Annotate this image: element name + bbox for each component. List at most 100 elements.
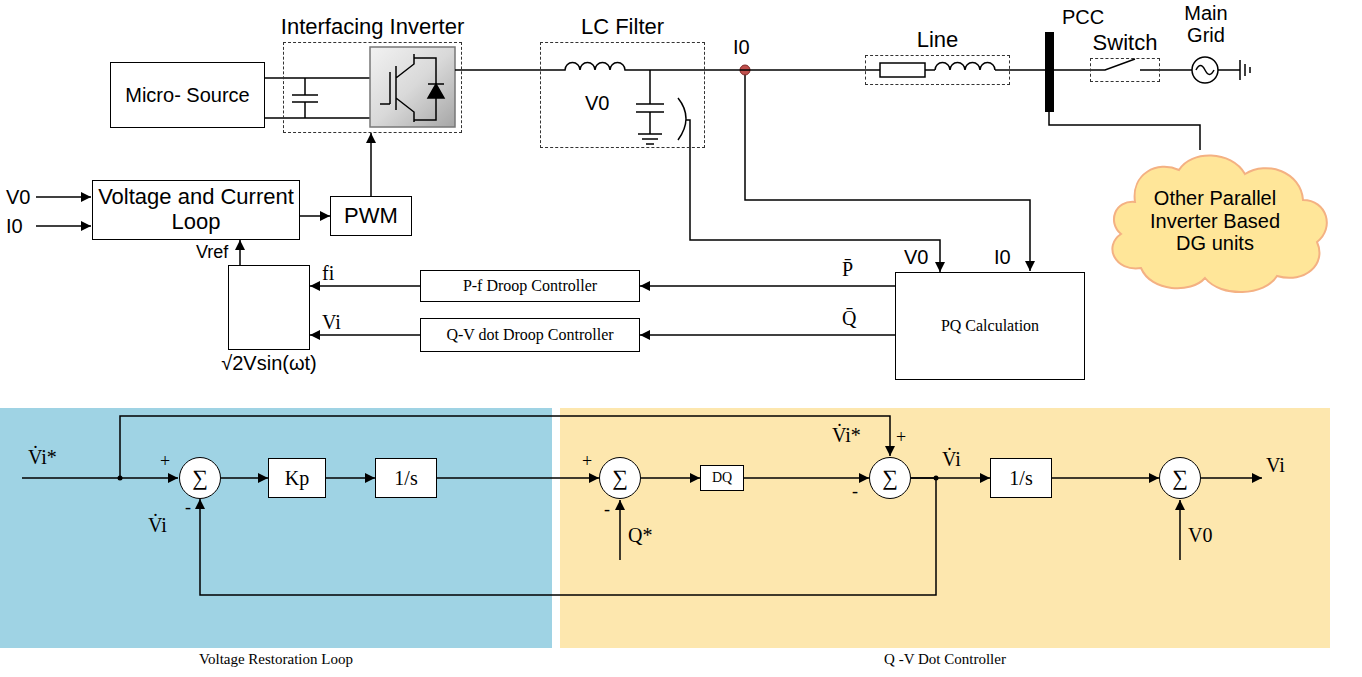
node-text: Micro- Source xyxy=(125,84,249,106)
edge-label: Q̄ xyxy=(842,307,856,329)
integrator-block: 1/s xyxy=(375,458,437,498)
vcl-input-wire xyxy=(36,225,91,227)
gain-block: Kp xyxy=(268,458,326,498)
droop-box: P-f Droop Controller xyxy=(420,270,640,302)
signal-connector xyxy=(744,477,869,479)
sum-junction: ∑ xyxy=(179,457,221,499)
line-resistor xyxy=(880,63,925,77)
edge-label: Vi xyxy=(322,311,341,333)
pq-box: PQ Calculation xyxy=(895,272,1085,380)
dg-cloud: Other Parallel Inverter Based DG units xyxy=(1095,142,1335,300)
integrator-block: 1/s xyxy=(990,458,1052,498)
signal-connector xyxy=(265,77,283,79)
signal-connector xyxy=(462,69,540,71)
signal-connector xyxy=(437,477,599,479)
loop-band: Q -V Dot Controller∑DQ∑1/s∑ xyxy=(560,408,1330,648)
sum-junction: ∑ xyxy=(869,457,911,499)
sum-junction: ∑ xyxy=(599,457,641,499)
signal-name: I0 xyxy=(994,246,1011,268)
switch-group: Switch xyxy=(1090,58,1160,82)
signal-connector xyxy=(221,477,268,479)
node-text: P-f Droop Controller xyxy=(463,277,597,295)
filter-group: LC Filter xyxy=(540,42,705,148)
signal-name: V̇i xyxy=(148,514,167,536)
signal-connector xyxy=(641,477,700,479)
loop-band: Voltage Restoration Loop∑Kp1/s xyxy=(0,408,552,648)
line-group: Line xyxy=(865,55,1010,85)
node-text: PWM xyxy=(344,204,398,229)
edge-label: fi xyxy=(322,262,334,284)
signal-name: V0 xyxy=(6,186,30,208)
node-text: ∑ xyxy=(882,466,898,491)
grid-sine xyxy=(1196,66,1214,75)
edge-label: V0 xyxy=(904,246,928,268)
node-text: Interfacing Inverter xyxy=(281,15,464,40)
signal-name: I0 xyxy=(733,36,750,58)
edge-label: P̄ xyxy=(842,258,853,280)
sign-mark: - xyxy=(604,500,610,520)
current-sense-wire xyxy=(745,70,1030,271)
restoration-band-fill xyxy=(0,408,552,648)
signal-connector xyxy=(310,285,420,287)
signal-name: V0 xyxy=(1188,524,1212,546)
node-text: PQ Calculation xyxy=(941,317,1039,335)
oscillator-box: √2Vsin(ωt) xyxy=(228,265,310,350)
pwm-box: PWM xyxy=(330,196,412,236)
signal-connector xyxy=(690,148,940,272)
edge-label: Vref xyxy=(196,243,228,263)
switch-symbol xyxy=(1090,59,1160,70)
signal-connector xyxy=(239,240,241,265)
signal-name: V̇i* xyxy=(28,446,57,468)
pcc-bus xyxy=(1045,32,1054,112)
output-wire xyxy=(1201,477,1262,479)
sign-mark: + xyxy=(582,452,592,472)
node-text: Line xyxy=(917,28,959,53)
filter-capacitor xyxy=(636,70,664,144)
signal-connector xyxy=(705,69,865,71)
igbt-block xyxy=(370,47,455,127)
node-text: √2Vsin(ωt) xyxy=(221,352,317,374)
cloud-shape xyxy=(1112,155,1326,292)
junction-dot xyxy=(118,476,123,481)
dc-rail xyxy=(265,78,370,118)
signal-connector xyxy=(640,334,895,336)
sign-mark: + xyxy=(160,452,170,472)
node-text: DQ xyxy=(712,470,732,486)
node-text: 1/s xyxy=(394,467,417,489)
signal-connector xyxy=(300,215,330,217)
node-text: Voltage and Current Loop xyxy=(98,185,294,234)
node-text: 1/s xyxy=(1009,467,1032,489)
voltage-sensor xyxy=(678,98,690,148)
vcl-input-wire xyxy=(36,196,91,198)
sign-mark: - xyxy=(185,498,191,518)
node-text: Q -V Dot Controller xyxy=(884,651,1006,668)
signal-name: Q* xyxy=(628,524,652,546)
edge-label: V̇i xyxy=(942,448,961,470)
node-text: Switch xyxy=(1093,31,1158,56)
signal-name: V̇i* xyxy=(832,424,861,446)
controller-band-fill xyxy=(560,408,1330,648)
feedforward-wire xyxy=(120,416,890,478)
sign-mark: - xyxy=(852,482,858,502)
sum-junction: ∑ xyxy=(1159,457,1201,499)
node-text: Q-V dot Droop Controller xyxy=(446,326,613,344)
dc-capacitor xyxy=(292,78,318,118)
filter-inductor xyxy=(540,63,705,70)
bus-name: PCC xyxy=(1062,6,1104,28)
node-text: Other Parallel Inverter Based DG units xyxy=(1133,187,1297,254)
node-text: ∑ xyxy=(192,466,208,491)
reference-input-wire xyxy=(22,477,178,479)
signal-connector xyxy=(326,477,375,479)
source-box: Micro- Source xyxy=(110,62,265,128)
control-box: Voltage and Current Loop xyxy=(92,180,300,240)
q-ref-wire xyxy=(619,500,621,560)
droop-box: Q-V dot Droop Controller xyxy=(420,318,640,352)
node-text: LC Filter xyxy=(581,15,664,40)
signal-name: V0 xyxy=(585,92,609,114)
diode-triangle xyxy=(428,84,444,98)
signal-connector xyxy=(1010,69,1090,71)
signal-name: Vi xyxy=(1266,454,1285,476)
node-text: ∑ xyxy=(1172,466,1188,491)
inverter-group: Interfacing Inverter xyxy=(283,42,462,133)
cloud-link xyxy=(1049,110,1200,150)
